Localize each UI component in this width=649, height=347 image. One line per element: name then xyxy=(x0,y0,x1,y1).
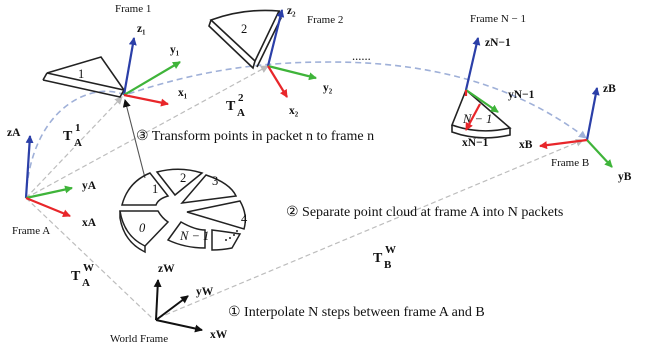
packet-label-3: 3 xyxy=(212,174,218,188)
frame-b-axes xyxy=(539,87,613,168)
svg-text:A: A xyxy=(237,107,245,119)
world-frame-title: World Frame xyxy=(110,333,168,345)
packet-label-4: 4 xyxy=(241,212,248,226)
frame-1-title: Frame 1 xyxy=(115,3,151,15)
packet-label-frame2: 2 xyxy=(241,22,247,36)
svg-text:T: T xyxy=(71,269,81,284)
axis-xb: xB xyxy=(519,139,533,151)
packet-label-0: 0 xyxy=(139,221,146,235)
axis-yw: yW xyxy=(196,286,214,298)
step-2-text: ② Separate point cloud at frame A into N… xyxy=(286,205,563,220)
world-frame-axes xyxy=(153,279,203,333)
axis-xw: xW xyxy=(210,329,228,341)
svg-text:B: B xyxy=(384,259,392,271)
packet-to-frame-arrow xyxy=(122,99,146,179)
transform-TA1: T 1 A xyxy=(63,122,82,149)
svg-text:2: 2 xyxy=(238,92,244,104)
packet-label-frame-n1: N − 1 xyxy=(462,112,492,126)
transform-TBW: T W B xyxy=(373,244,396,271)
packet-label-n1: N − 1 xyxy=(179,229,209,243)
transform-links xyxy=(25,65,584,319)
frame-2-title: Frame 2 xyxy=(307,14,343,26)
frame-1-axes xyxy=(122,37,181,107)
frame-b-title: Frame B xyxy=(551,157,589,169)
frame-n1-title: Frame N − 1 xyxy=(470,13,526,25)
frame-a-axes xyxy=(24,135,73,218)
svg-text:T: T xyxy=(63,129,73,144)
axis-y1: y₁ xyxy=(170,44,179,56)
frame-n1-packet xyxy=(450,88,512,139)
svg-text:W: W xyxy=(83,262,94,274)
axis-xa: xA xyxy=(82,217,97,229)
transform-TA2: T 2 A xyxy=(226,92,245,119)
frame-1-packet xyxy=(42,56,126,98)
svg-text:T: T xyxy=(226,99,236,114)
point-cloud xyxy=(119,168,247,254)
axis-xn1: xN−1 xyxy=(462,137,489,149)
packet-label-2: 2 xyxy=(180,171,186,185)
axis-z2: z₂ xyxy=(287,5,296,17)
svg-text:A: A xyxy=(74,137,82,149)
axis-yb: yB xyxy=(618,171,632,183)
step-3-text: ③ Transform points in packet n to frame … xyxy=(136,129,374,144)
axis-z1: z₁ xyxy=(137,23,146,35)
axis-zw: zW xyxy=(158,263,175,275)
frame-a-title: Frame A xyxy=(12,225,50,237)
trajectory-path xyxy=(25,61,587,199)
axis-zb: zB xyxy=(603,83,616,95)
transform-TAW: T W A xyxy=(71,262,94,289)
axis-zn1: zN−1 xyxy=(485,37,511,49)
axis-x2: x₂ xyxy=(289,105,299,117)
frame-n1-axes xyxy=(464,37,499,131)
axis-ya: yA xyxy=(82,180,97,192)
axis-y2: y₂ xyxy=(323,82,333,94)
svg-text:W: W xyxy=(385,244,396,256)
svg-text:1: 1 xyxy=(75,122,81,134)
frame-2-axes xyxy=(266,9,317,98)
step-1-text: ① Interpolate N steps between frame A an… xyxy=(228,305,485,320)
svg-text:A: A xyxy=(82,277,90,289)
packet-label-frame1: 1 xyxy=(78,67,84,81)
axis-x1: x₁ xyxy=(178,87,187,99)
axis-za: zA xyxy=(7,127,21,139)
axis-yn1: yN−1 xyxy=(508,89,535,101)
svg-text:T: T xyxy=(373,251,383,266)
packet-label-1: 1 xyxy=(152,182,158,196)
point-cloud-dots xyxy=(225,230,238,241)
ellipsis: ...... xyxy=(352,49,371,63)
